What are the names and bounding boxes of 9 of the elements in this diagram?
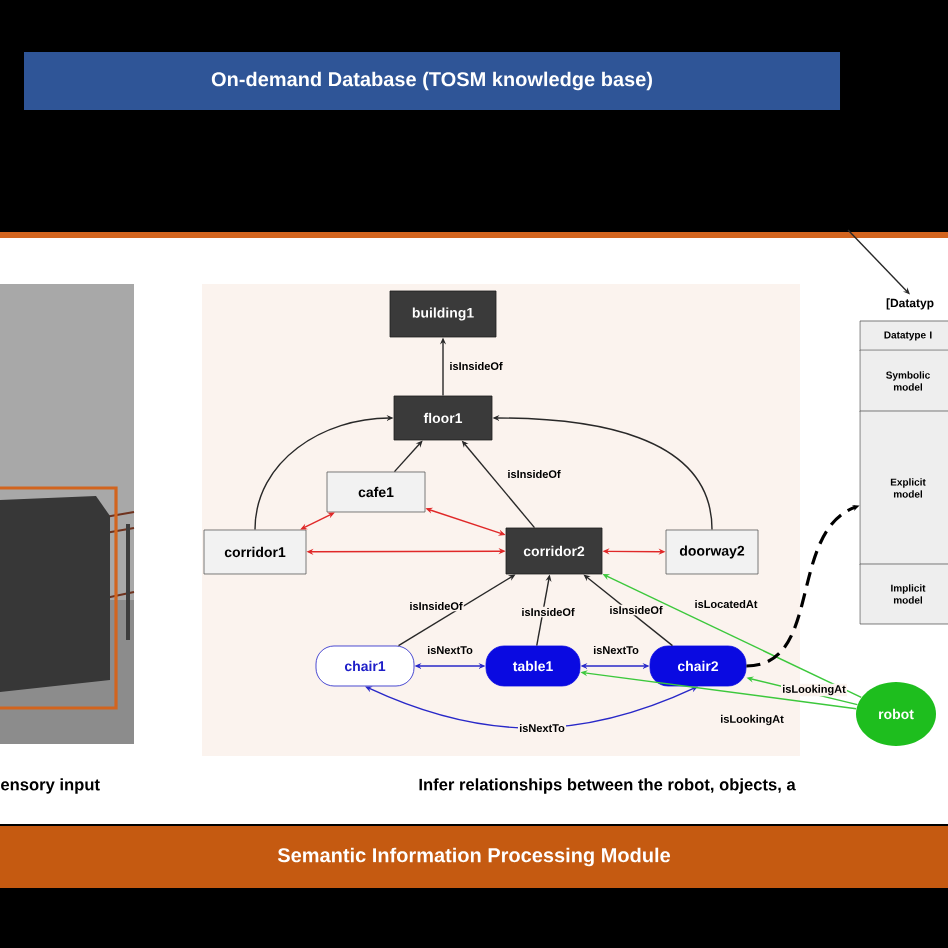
caption: ensory input xyxy=(1,778,100,794)
arrow xyxy=(847,229,910,295)
arrow xyxy=(300,512,335,530)
arrow xyxy=(583,574,674,647)
title-banner: On-demand Database (TOSM knowledge base) xyxy=(24,52,840,110)
arrow xyxy=(393,440,423,473)
module-bar: Semantic Information Processing Module xyxy=(0,826,948,888)
caption: Infer relationships between the robot, objects, a xyxy=(419,778,796,794)
arrow xyxy=(365,686,698,729)
